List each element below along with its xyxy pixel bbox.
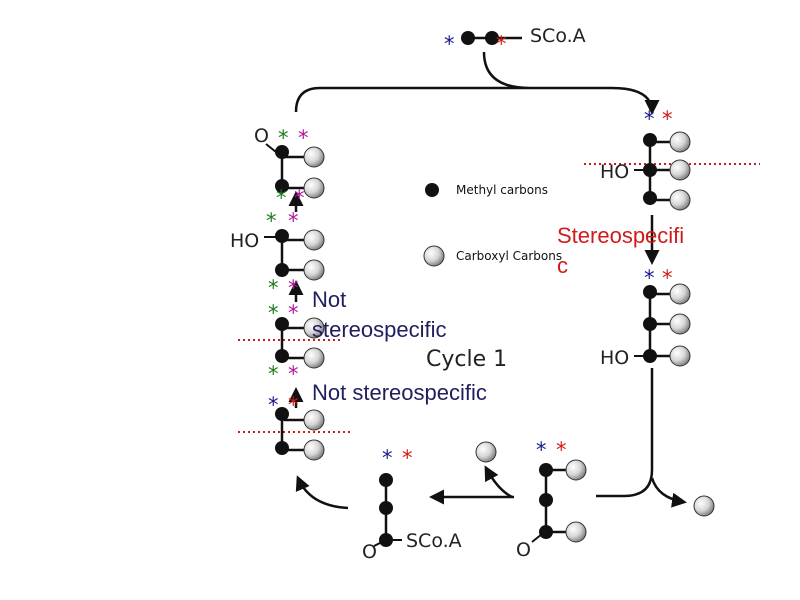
methyl-carbon bbox=[275, 179, 289, 193]
carboxyl-carbon bbox=[303, 439, 325, 461]
scoa-top-label: SCo.A bbox=[530, 25, 586, 47]
bottom-hook-arrow bbox=[484, 465, 513, 499]
methyl-carbon bbox=[275, 349, 289, 363]
magenta-star: * bbox=[294, 186, 305, 210]
green-star: * bbox=[268, 276, 279, 300]
magenta-star: * bbox=[288, 301, 299, 325]
position-stars: ********************** bbox=[266, 107, 673, 470]
magenta-star: * bbox=[288, 362, 299, 386]
bottom-right-split bbox=[650, 477, 687, 508]
legend-carboxyl-ball bbox=[423, 245, 445, 267]
red-star: * bbox=[288, 393, 299, 417]
red-star: * bbox=[662, 266, 673, 290]
methyl-carbon bbox=[643, 133, 657, 147]
methyl-carbon bbox=[461, 31, 475, 45]
not-stereospecific-line2: stereospecific bbox=[312, 317, 447, 342]
carboxyl-carbon bbox=[303, 146, 325, 168]
methyl-carbon bbox=[379, 533, 393, 547]
magenta-star: * bbox=[288, 209, 299, 233]
carboxyl-carbon bbox=[303, 177, 325, 199]
right-top-molecule: HO bbox=[600, 138, 652, 198]
methyl-carbon bbox=[539, 493, 553, 507]
methyl-carbon bbox=[275, 263, 289, 277]
navy-star: * bbox=[644, 266, 655, 290]
carboxyl-carbon bbox=[303, 347, 325, 369]
red-star: * bbox=[662, 107, 673, 131]
ho-right-top-label: HO bbox=[600, 161, 629, 183]
top-acetyl-molecule: SCo.A * * bbox=[444, 25, 586, 56]
methyl-carbon bbox=[643, 285, 657, 299]
magenta-star: * bbox=[288, 276, 299, 300]
carboxyl-carbon bbox=[669, 283, 691, 305]
navy-star: * bbox=[536, 438, 547, 462]
cycle-arrows bbox=[288, 51, 687, 510]
cycle-label: Cycle 1 bbox=[426, 347, 507, 372]
methyl-carbon bbox=[275, 145, 289, 159]
carboxyl-carbon bbox=[669, 131, 691, 153]
ho-right-bottom-label: HO bbox=[600, 347, 629, 369]
green-star: * bbox=[266, 209, 277, 233]
carboxyl-carbon bbox=[669, 345, 691, 367]
green-star: * bbox=[268, 301, 279, 325]
methyl-carbon bbox=[275, 441, 289, 455]
bottom-left-curve-arrow bbox=[295, 475, 349, 510]
green-star: * bbox=[268, 362, 279, 386]
o-bottom-right-label: O bbox=[516, 539, 531, 561]
green-star: * bbox=[278, 126, 289, 150]
carboxyl-carbon bbox=[303, 409, 325, 431]
navy-star: * bbox=[268, 393, 279, 417]
stereospecific-line1: Stereospecifi bbox=[557, 223, 684, 248]
carboxyl-carbon bbox=[669, 189, 691, 211]
right-bottom-molecule: HO bbox=[600, 290, 652, 369]
legend-carboxyl-label: Carboxyl Carbons bbox=[456, 249, 562, 263]
red-star: * bbox=[496, 32, 507, 56]
carboxyl-carbon bbox=[565, 459, 587, 481]
methyl-carbon bbox=[275, 407, 289, 421]
green-star: * bbox=[276, 186, 287, 210]
ho-left-label: HO bbox=[230, 230, 259, 252]
released-carboxyl-carbon bbox=[693, 495, 715, 517]
carboxyl-carbon bbox=[669, 313, 691, 335]
carboxyl-carbon bbox=[565, 521, 587, 543]
top-loop-right-arrow bbox=[530, 86, 660, 115]
legend-methyl-dot bbox=[425, 183, 439, 197]
red-star: * bbox=[556, 438, 567, 462]
bottom-right-arrow bbox=[596, 368, 654, 498]
methyl-carbon bbox=[379, 473, 393, 487]
carboxyl-carbon bbox=[303, 229, 325, 251]
navy-star: * bbox=[444, 32, 455, 56]
magenta-star: * bbox=[298, 126, 309, 150]
navy-star: * bbox=[644, 107, 655, 131]
red-star: * bbox=[402, 446, 413, 470]
methyl-carbon bbox=[643, 191, 657, 205]
bottom-left-molecule: SCo.A O bbox=[362, 478, 462, 563]
dotted-lines bbox=[238, 163, 760, 433]
not-stereospecific-full: Not stereospecific bbox=[312, 380, 487, 405]
navy-star: * bbox=[382, 446, 393, 470]
carboxyl-carbon bbox=[485, 31, 499, 45]
legend-methyl-label: Methyl carbons bbox=[456, 183, 548, 197]
methyl-carbon bbox=[379, 501, 393, 515]
not-stereospecific-line1: Not bbox=[312, 287, 346, 312]
scoa-bottom-label: SCo.A bbox=[406, 530, 462, 552]
bottom-middle-molecule: O bbox=[516, 470, 548, 561]
carbon-atoms bbox=[275, 131, 715, 547]
legend: Methyl carbons Carboxyl Carbons bbox=[423, 183, 562, 267]
carboxyl-carbon bbox=[303, 259, 325, 281]
released-carboxyl-carbon bbox=[475, 441, 497, 463]
o-bottom-left-label: O bbox=[362, 541, 377, 563]
top-loop-arrow bbox=[294, 51, 531, 113]
stereospecific-line2: c bbox=[557, 253, 568, 278]
carboxyl-carbon bbox=[669, 159, 691, 181]
o-left-top-label: O bbox=[254, 125, 269, 147]
carboxyl-carbon bbox=[303, 317, 325, 339]
